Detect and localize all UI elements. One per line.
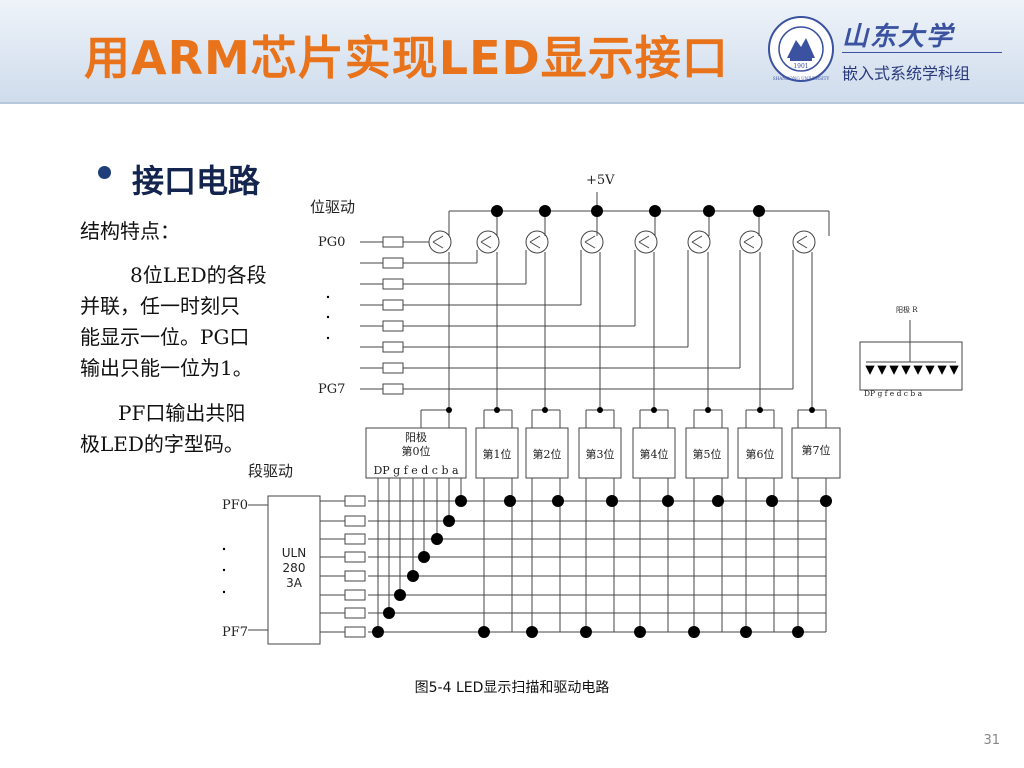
digit-label: 第5位 xyxy=(693,447,722,461)
university-logo-icon: 1901 SHANDONG UNIVERSITY xyxy=(768,16,834,82)
para2-line: PF口输出共阳 xyxy=(118,401,246,425)
para1: 8位LED的各段 并联，任一时刻只 能显示一位。PG口 输出只能一位为1。 xyxy=(80,260,267,384)
group-name: 嵌入式系统学科组 xyxy=(842,64,971,83)
bullet-heading: 接口电路 xyxy=(132,162,261,200)
pf0-label: PF0 xyxy=(222,498,248,513)
slide-title: 用ARM芯片实现LED显示接口 xyxy=(84,31,729,85)
university-name: 山东大学 xyxy=(842,22,955,52)
structure-heading: 结构特点： xyxy=(80,219,180,243)
digit-label: 第6位 xyxy=(746,447,775,461)
segment-letters: DP g f e d c b a xyxy=(373,464,459,477)
digit-label: 第1位 xyxy=(483,447,512,461)
para1-line: 能显示一位。PG口 xyxy=(80,325,250,349)
brand-divider xyxy=(842,52,1002,53)
bullet-dot xyxy=(98,166,111,179)
header-bar: 用ARM芯片实现LED显示接口 1901 SHANDONG UNIVERSITY… xyxy=(0,0,1024,104)
page-number: 31 xyxy=(983,733,1000,748)
bit-drive-label: 位驱动 xyxy=(310,198,355,216)
para1-line: 8位LED的各段 xyxy=(130,263,267,287)
pg7-label: PG7 xyxy=(318,382,345,397)
detail-seg-label: DP g f e d c b a xyxy=(864,389,923,398)
digit-label: 第4位 xyxy=(640,447,669,461)
para1-line: 并联，任一时刻只 xyxy=(80,294,240,318)
para2-line: 极LED的字型码。 xyxy=(80,432,244,456)
vcc-label: +5V xyxy=(586,173,615,188)
digit-label: 第7位 xyxy=(802,443,831,457)
figure-caption: 图5-4 LED显示扫描和驱动电路 xyxy=(414,680,610,696)
detail-top-label: 阳极 R xyxy=(896,305,918,314)
uln-label: ULN xyxy=(282,546,306,560)
seg-drive-label: 段驱动 xyxy=(248,462,293,480)
digit-label: 第3位 xyxy=(586,447,615,461)
digit0-label: 阳极 xyxy=(405,430,427,444)
digit-label: 第2位 xyxy=(533,447,562,461)
uln-label: 3A xyxy=(286,576,303,590)
logo-text: SHANDONG UNIVERSITY xyxy=(773,76,830,81)
pg0-label: PG0 xyxy=(318,235,345,250)
para2: PF口输出共阳 极LED的字型码。 xyxy=(80,398,245,460)
logo-year: 1901 xyxy=(793,63,808,70)
pf7-label: PF7 xyxy=(222,625,248,640)
uln-label: 280 xyxy=(283,561,306,575)
digit0-label: 第0位 xyxy=(402,444,431,458)
para1-line: 输出只能一位为1。 xyxy=(80,356,253,380)
